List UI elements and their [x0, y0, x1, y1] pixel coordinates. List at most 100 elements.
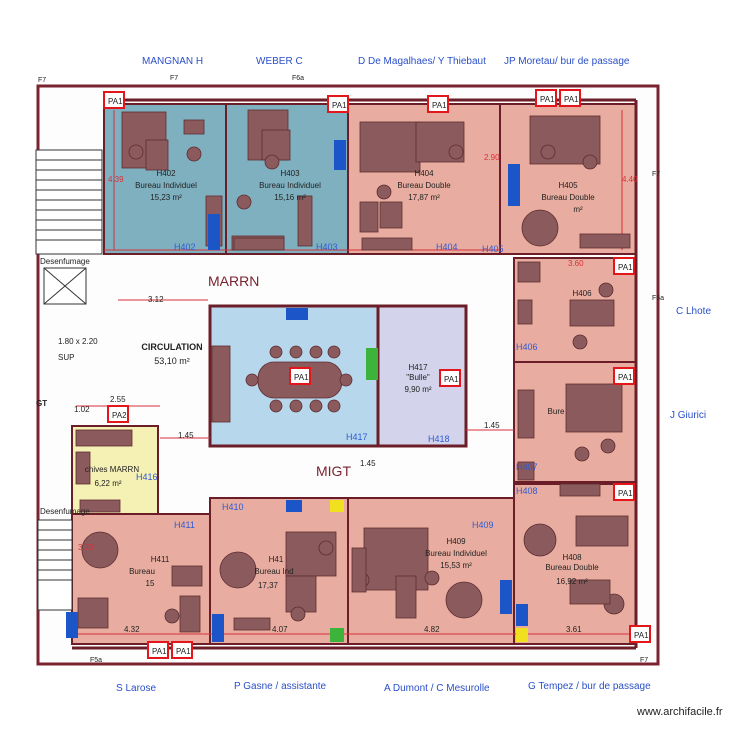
room-area: 6,22 m²	[94, 479, 121, 488]
room-tag: H404	[436, 242, 458, 252]
pa-box	[439, 369, 461, 387]
watermark: www.archifacile.fr	[637, 706, 723, 718]
dimension: 1.45	[178, 431, 194, 440]
room-area: 17,87 m²	[408, 193, 440, 202]
pa-label: PA1	[432, 101, 447, 110]
room-name: Bureau Double	[397, 181, 451, 190]
dimension: 3.61	[566, 625, 582, 634]
dimension: 4.39	[108, 175, 124, 184]
room-area: 17,37	[258, 581, 279, 590]
pa-label: PA1	[618, 489, 633, 498]
room-area: 15	[146, 579, 155, 588]
room-name: Bureau Individuel	[135, 181, 197, 190]
room-name: Bureau Individuel	[425, 549, 487, 558]
pa-box	[535, 89, 557, 107]
room-tag: H410	[222, 502, 244, 512]
pa-box	[107, 405, 129, 423]
pa-box	[559, 89, 581, 107]
room-name: Bureau Individuel	[259, 181, 321, 190]
room-name: Bure	[548, 407, 565, 416]
dimension: 1.45	[484, 421, 500, 430]
pa-box	[171, 641, 193, 659]
pa-labels: PA1 PA1 PA1 PA1 PA1 PA1 PA1 PA1 PA1 PA1 …	[103, 89, 651, 659]
room-tag: H402	[174, 242, 196, 252]
frame-label: F7	[652, 171, 660, 178]
pa-label: PA1	[108, 97, 123, 106]
room-name: chives MARRN	[85, 465, 139, 474]
frame-label: F6a	[652, 295, 664, 302]
room-area: 16,92 m²	[556, 577, 588, 586]
room-code: H41	[269, 555, 284, 564]
room-code: H405	[558, 181, 578, 190]
occupant-label: S Larose	[116, 683, 157, 694]
pa-box	[613, 483, 635, 501]
pa-label: PA1	[332, 101, 347, 110]
staircase	[35, 149, 103, 611]
pa-box	[103, 91, 125, 109]
occupant-label: J Giurici	[670, 410, 707, 421]
dimension: 4.32	[124, 625, 140, 634]
room-tag: H409	[472, 520, 494, 530]
frame-label: F7	[170, 75, 178, 82]
dimension: 4.07	[272, 625, 288, 634]
occupant-label: MANGNAN H	[142, 56, 204, 67]
room-code: H406	[572, 289, 592, 298]
pa-box	[613, 257, 635, 275]
room-area: m²	[573, 205, 583, 214]
room-area: 9,90 m²	[404, 385, 431, 394]
zone-label-migt: MIGT	[316, 463, 351, 479]
dimension: 3.70	[78, 543, 94, 552]
dimension-lines	[72, 110, 636, 635]
room-code: H408	[562, 553, 582, 562]
zone-label-marrn: MARRN	[208, 273, 259, 289]
room-code: H402	[156, 169, 176, 178]
dimension: 1.80 x 2.20	[58, 337, 98, 346]
room-name: "Bulle"	[406, 373, 430, 382]
occupant-label: G Tempez / bur de passage	[528, 681, 651, 692]
room-code: H409	[446, 537, 466, 546]
room-tag: H406	[516, 342, 538, 352]
pa-label: PA1	[618, 263, 633, 272]
room-code: H411	[151, 555, 170, 564]
room-code: H417	[408, 363, 428, 372]
occupant-label: D De Magalhaes/ Y Thiebaut	[358, 56, 486, 67]
pa-label: PA1	[152, 647, 167, 656]
frame-label: F7	[640, 657, 648, 664]
room-tag: H416	[136, 472, 158, 482]
room-tag: H418	[428, 434, 450, 444]
frame-label: F6a	[292, 75, 304, 82]
circulation-label: CIRCULATION	[141, 342, 202, 352]
room-code: H404	[414, 169, 434, 178]
room-tag: H407	[516, 462, 538, 472]
pa-label: PA1	[634, 631, 649, 640]
room-name: Bureau Double	[545, 563, 599, 572]
pa-label: PA1	[564, 95, 579, 104]
dimension: 3.12	[148, 295, 164, 304]
dimension: 1.45	[360, 459, 376, 468]
pa-box	[629, 625, 651, 643]
sup-label: SUP	[58, 353, 74, 362]
room-tag: H408	[516, 486, 538, 496]
room-tag: H417	[346, 432, 368, 442]
occupant-label: A Dumont / C Mesurolle	[384, 683, 490, 694]
occupant-label: C Lhote	[676, 306, 712, 317]
circulation-area: 53,10 m²	[154, 356, 190, 366]
occupant-label: WEBER C	[256, 56, 303, 67]
room-tag: H405	[482, 244, 504, 254]
pa-box	[427, 95, 449, 113]
room-code: H403	[280, 169, 300, 178]
pa-box	[147, 641, 169, 659]
dimension: 4.82	[424, 625, 440, 634]
dimension: 2.90	[484, 153, 500, 162]
room-tag: H403	[316, 242, 338, 252]
room-name: Bureau Ind	[254, 567, 293, 576]
pa-label: PA1	[444, 375, 459, 384]
room-name: Bureau Double	[541, 193, 595, 202]
dimension: 1.02	[74, 405, 90, 414]
dimension: 3.60	[568, 259, 584, 268]
room-area: 15,23 m²	[150, 193, 182, 202]
occupant-label: P Gasne / assistante	[234, 681, 327, 692]
pa-label: PA1	[294, 373, 309, 382]
pa-box	[289, 367, 311, 385]
